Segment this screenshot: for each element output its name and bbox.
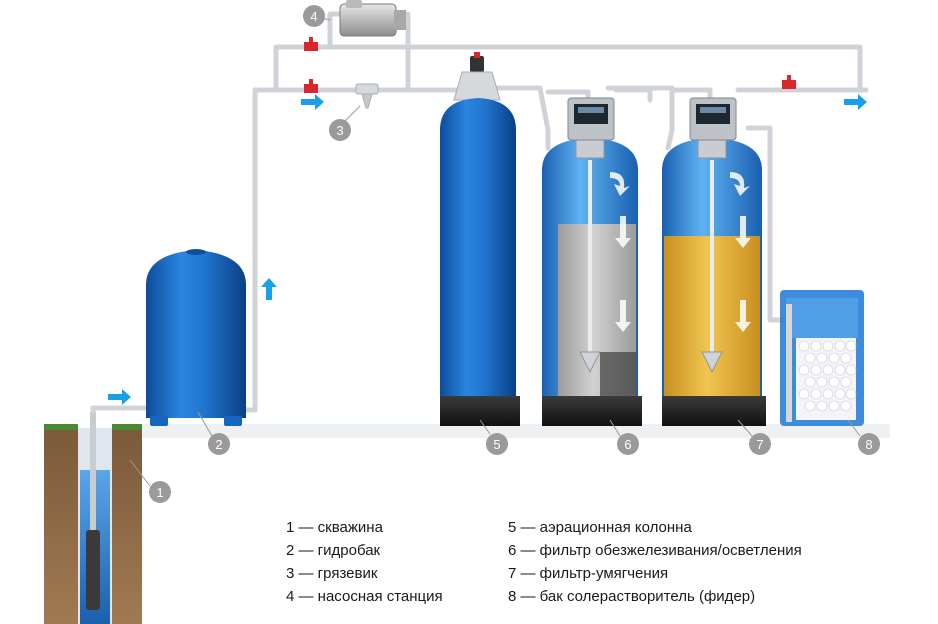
floor-line [130, 424, 890, 438]
hydro-tank [146, 249, 246, 426]
iron-removal-filter [542, 97, 642, 426]
marker-leaders [129, 17, 861, 487]
legend-item: 8 — бак солерастворитель (фидер) [508, 588, 756, 605]
legend-item: 1 — скважина [286, 519, 383, 536]
marker-label: 4 [310, 9, 317, 24]
legend-item: 2 — гидробак [286, 542, 381, 559]
flow-arrow-icon [301, 94, 324, 110]
flow-arrow-icon [261, 278, 277, 300]
marker-3: 3 [329, 119, 351, 141]
legend-right: 5 — аэрационная колонна 6 — фильтр обезж… [508, 516, 802, 608]
valve-icons [304, 37, 796, 93]
legend-item: 5 — аэрационная колонна [508, 519, 692, 536]
valve-icon [304, 37, 318, 51]
marker-5: 5 [486, 433, 508, 455]
marker-4: 4 [303, 5, 325, 27]
marker-label: 3 [336, 123, 343, 138]
aeration-column [440, 52, 520, 426]
softener-filter [662, 97, 766, 426]
marker-label: 7 [756, 437, 763, 452]
marker-7: 7 [749, 433, 771, 455]
well [44, 412, 142, 624]
marker-label: 2 [215, 437, 222, 452]
legend-left: 1 — скважина 2 — гидробак 3 — грязевик 4… [286, 516, 443, 608]
legend-item: 4 — насосная станция [286, 588, 443, 605]
brine-tank [780, 290, 864, 426]
marker-6: 6 [617, 433, 639, 455]
strainer-icon [355, 83, 379, 109]
marker-1: 1 [149, 481, 171, 503]
legend-item: 7 — фильтр-умягчения [508, 565, 669, 582]
legend-item: 6 — фильтр обезжелезивания/осветления [508, 542, 802, 559]
valve-icon [304, 79, 318, 93]
marker-label: 1 [156, 485, 163, 500]
marker-label: 6 [624, 437, 631, 452]
flow-arrows [108, 94, 867, 405]
flow-arrow-icon [108, 389, 131, 405]
marker-label: 5 [493, 437, 500, 452]
pump-station-icon [339, 0, 406, 37]
valve-icon [782, 75, 796, 89]
marker-label: 8 [865, 437, 872, 452]
marker-8: 8 [858, 433, 880, 455]
legend-item: 3 — грязевик [286, 565, 378, 582]
flow-arrow-icon [844, 94, 867, 110]
marker-2: 2 [208, 433, 230, 455]
